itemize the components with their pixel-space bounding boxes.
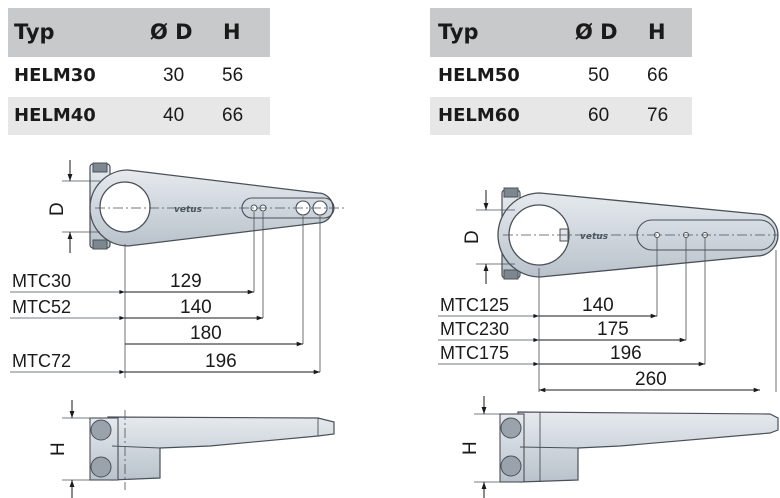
header-typ: Typ <box>14 20 55 44</box>
brand-logo: vetus <box>174 205 203 215</box>
row-diameter: 30 <box>163 65 185 86</box>
height-label: H <box>460 441 481 455</box>
brand-logo: vetus <box>580 232 609 242</box>
height-label: H <box>48 442 69 456</box>
table-row: HELM50 50 66 <box>430 57 692 95</box>
row-type: HELM60 <box>438 105 520 126</box>
extension-lines-left <box>124 212 321 378</box>
mtc-label: MTC175 <box>440 343 509 363</box>
tiller-arm-right-side-view <box>499 411 779 483</box>
row-height: 66 <box>647 65 669 86</box>
diameter-dimension-right: D <box>462 190 515 284</box>
dimensions-left: 129 140 180 196 <box>125 271 320 375</box>
bolt-head-top <box>92 162 108 173</box>
bolt-head-bottom <box>92 239 108 250</box>
header-diameter: Ø D <box>150 20 193 44</box>
row-diameter: 40 <box>163 105 185 126</box>
table-header-row: Typ Ø D H <box>430 8 692 57</box>
table-header-row: Typ Ø D H <box>8 8 270 57</box>
hub-bore <box>99 181 151 233</box>
dimension-value: 196 <box>610 343 642 364</box>
mtc-label: MTC30 <box>12 271 71 291</box>
dimension-value: 196 <box>205 351 237 372</box>
mtc-labels-left: MTC30 MTC52 MTC72 <box>10 271 125 374</box>
row-type: HELM30 <box>14 65 96 86</box>
header-typ: Typ <box>438 20 479 44</box>
height-dimension-right: H <box>460 396 505 498</box>
dimensions-right: 140 175 196 260 <box>539 295 760 393</box>
table-row: HELM60 60 76 <box>430 97 692 135</box>
row-diameter: 50 <box>588 65 610 86</box>
mtc-labels-right: MTC125 MTC230 MTC175 <box>438 295 539 366</box>
row-height: 66 <box>222 105 244 126</box>
diameter-dimension-left: D <box>47 160 100 253</box>
bolt-head-top <box>503 187 519 198</box>
bolt-end <box>500 455 522 477</box>
table-row: HELM40 40 66 <box>8 97 270 135</box>
header-height: H <box>648 20 666 44</box>
mtc-label: MTC52 <box>12 297 71 317</box>
bolt-end <box>90 456 112 478</box>
row-height: 76 <box>647 105 669 126</box>
dimension-value: 260 <box>635 369 667 390</box>
row-diameter: 60 <box>588 105 610 126</box>
bolt-head-bottom <box>503 269 519 280</box>
side-profile <box>107 416 335 481</box>
bolt-end <box>90 419 112 441</box>
diameter-label: D <box>462 230 483 244</box>
dimension-value: 175 <box>597 319 629 340</box>
extension-lines-right <box>538 238 777 392</box>
height-dimension-left: H <box>48 400 95 498</box>
row-height: 56 <box>222 65 244 86</box>
table-row: HELM30 30 56 <box>8 57 270 95</box>
diameter-label: D <box>47 202 68 216</box>
tiller-arm-left-side-view <box>89 410 335 490</box>
mtc-label: MTC125 <box>440 295 509 315</box>
spec-table-right: Typ Ø D H HELM50 50 66 HELM60 60 76 <box>430 8 692 135</box>
mtc-label: MTC230 <box>440 319 509 339</box>
spec-table-left: Typ Ø D H HELM30 30 56 HELM40 40 66 <box>8 8 270 135</box>
row-type: HELM40 <box>14 105 96 126</box>
row-type: HELM50 <box>438 65 520 86</box>
dimension-value: 180 <box>190 323 222 344</box>
tiller-arm-right-top-view: vetus <box>497 187 779 280</box>
dimension-value: 140 <box>582 295 614 316</box>
mtc-label: MTC72 <box>12 351 71 371</box>
dimension-value: 140 <box>180 297 212 318</box>
side-profile <box>517 411 779 483</box>
header-height: H <box>223 20 241 44</box>
tiller-arm-left-top-view: vetus <box>89 162 345 250</box>
header-diameter: Ø D <box>575 20 618 44</box>
dimension-value: 129 <box>170 271 202 292</box>
bolt-end <box>500 417 522 439</box>
